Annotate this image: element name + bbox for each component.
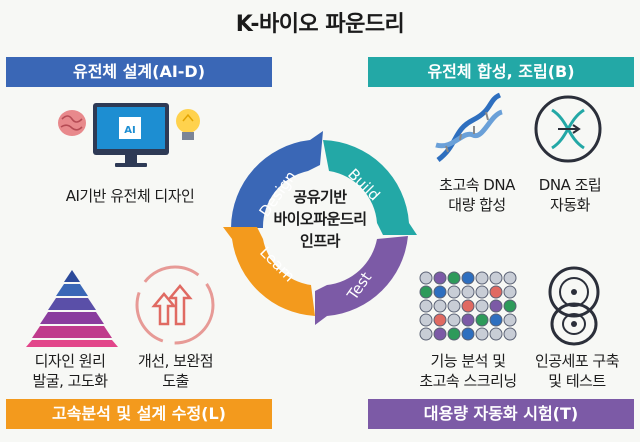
well [489, 299, 503, 313]
improvement-arrows-icon [135, 265, 215, 345]
dna-assembly-label: DNA 조립 자동화 [538, 176, 602, 214]
well [475, 313, 489, 327]
well [419, 327, 433, 341]
learn-band: 고속분석 및 설계 수정(L) [6, 399, 272, 429]
well [419, 313, 433, 327]
well [475, 271, 489, 285]
build-band: 유전체 합성, 조립(B) [368, 57, 634, 87]
function-analysis-label: 기능 분석 및 초고속 스크리닝 [419, 352, 517, 390]
well [447, 285, 461, 299]
well [475, 285, 489, 299]
well [503, 285, 517, 299]
well [503, 327, 517, 341]
build-segment [323, 140, 417, 235]
design-band: 유전체 설계(AI-D) [6, 57, 272, 87]
improvement-label: 개선, 보완점 도출 [137, 352, 214, 390]
well [475, 299, 489, 313]
well [503, 313, 517, 327]
well [503, 271, 517, 285]
pyramid-icon [26, 270, 118, 347]
well [503, 299, 517, 313]
design-principle-label: 디자인 원리 발굴, 고도화 [32, 352, 108, 390]
artificial-cell-icon [548, 266, 600, 346]
learn-segment [223, 227, 315, 316]
well [433, 313, 447, 327]
artificial-cell-label: 인공세포 구축 및 테스트 [534, 352, 620, 390]
well [433, 271, 447, 285]
well-plate-icon [419, 271, 517, 341]
well [489, 271, 503, 285]
brain-icon [58, 110, 86, 136]
well [461, 327, 475, 341]
ai-computer-icon: AI [58, 103, 200, 167]
well [433, 299, 447, 313]
well [447, 327, 461, 341]
well [419, 299, 433, 313]
well [475, 327, 489, 341]
well [433, 327, 447, 341]
well [419, 271, 433, 285]
dna-synthesis-label: 초고속 DNA 대량 합성 [439, 176, 515, 214]
well [489, 285, 503, 299]
center-text: 공유기반 바이오파운드리 인프라 [273, 188, 367, 250]
test-band: 대용량 자동화 시험(T) [368, 399, 634, 429]
dna-assembly-icon [534, 95, 602, 163]
well [461, 271, 475, 285]
well [461, 313, 475, 327]
well [447, 313, 461, 327]
svg-text:AI: AI [124, 125, 135, 136]
test-segment [315, 236, 408, 325]
well [461, 285, 475, 299]
well [419, 285, 433, 299]
well [447, 271, 461, 285]
dbtl-cycle: Design Build Test Learn [223, 131, 417, 325]
lightbulb-icon [176, 109, 200, 140]
dna-helix-icon [435, 92, 504, 162]
well [447, 299, 461, 313]
page-title: K-바이오 파운드리 [235, 12, 405, 37]
well [489, 327, 503, 341]
well [489, 313, 503, 327]
ai-design-label: AI기반 유전체 디자인 [65, 187, 195, 205]
well [433, 285, 447, 299]
design-segment [231, 131, 323, 228]
well [461, 299, 475, 313]
